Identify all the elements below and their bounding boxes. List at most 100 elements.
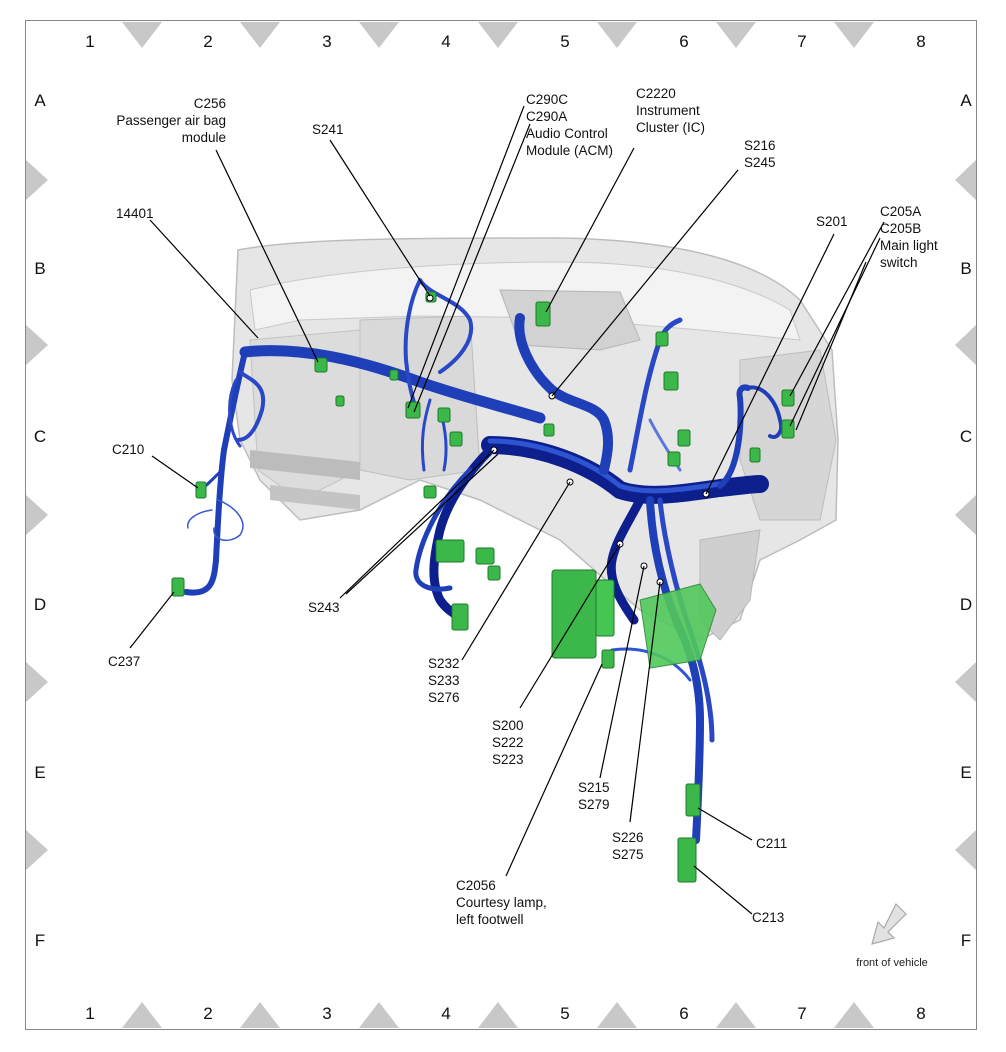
grid-triangle xyxy=(834,1002,874,1028)
grid-col-top: 7 xyxy=(797,32,806,51)
grid-col-top: 8 xyxy=(916,32,925,51)
module-block xyxy=(595,579,615,637)
label-line: S241 xyxy=(312,122,344,137)
grid-triangle xyxy=(478,22,518,48)
grid-triangle xyxy=(478,1002,518,1028)
connector xyxy=(449,431,463,447)
label-line: S243 xyxy=(308,600,340,615)
label-line: C237 xyxy=(108,654,140,669)
grid-triangle xyxy=(26,662,48,702)
label-s201: S201 xyxy=(816,214,848,229)
label-c205: C205A C205B Main light switch xyxy=(880,204,938,270)
leader-c213 xyxy=(693,865,753,915)
label-line: C210 xyxy=(112,442,144,457)
label-line: C211 xyxy=(756,836,787,851)
grid-triangle xyxy=(359,1002,399,1028)
grid-markers xyxy=(26,22,976,1028)
grid-triangle xyxy=(955,160,976,200)
front-of-vehicle-label: front of vehicle xyxy=(856,957,928,969)
harness-switch-branch xyxy=(746,385,783,439)
harness-vertical-drops xyxy=(646,496,704,844)
label-line: Module (ACM) xyxy=(526,143,613,158)
label-line: C205A xyxy=(880,204,921,219)
label-line: C213 xyxy=(752,910,784,925)
leader-14401 xyxy=(149,219,259,339)
connector-c237 xyxy=(171,577,185,597)
instrument-panel xyxy=(231,237,839,641)
grid-col-top: 6 xyxy=(679,32,688,51)
leader-lines xyxy=(129,105,885,915)
label-line: C290C xyxy=(526,92,568,107)
leader-s243-b xyxy=(345,453,499,595)
label-line: 14401 xyxy=(116,206,154,221)
connector-c2056 xyxy=(601,649,615,669)
grid-col-bottom: 2 xyxy=(203,1004,212,1023)
label-line: S233 xyxy=(428,673,460,688)
leader-s215 xyxy=(599,565,645,779)
label-c237: C237 xyxy=(108,654,140,669)
label-c2056: C2056 Courtesy lamp, left footwell xyxy=(456,878,547,927)
grid-col-bottom: 4 xyxy=(441,1004,450,1023)
connector xyxy=(663,371,679,391)
grid-triangle xyxy=(597,22,637,48)
leader-c210 xyxy=(151,455,199,489)
label-s200: S200 S222 S223 xyxy=(492,718,524,767)
label-line: S222 xyxy=(492,735,524,750)
grid-row-left: C xyxy=(34,427,46,446)
harness-loops xyxy=(213,499,244,542)
dash-lower-bracket xyxy=(270,485,360,510)
front-of-vehicle-indicator: front of vehicle xyxy=(856,902,928,969)
label-c290: C290C C290A Audio Control Module (ACM) xyxy=(526,92,613,158)
harness-ic-branch xyxy=(514,313,614,475)
connector-c210 xyxy=(195,481,207,499)
grid-triangle xyxy=(26,495,48,535)
label-line: switch xyxy=(880,255,918,270)
label-c213: C213 xyxy=(752,910,784,925)
label-c256: C256 Passenger air bag module xyxy=(116,96,226,145)
grid-col-bottom: 5 xyxy=(560,1004,569,1023)
grid-col-top: 3 xyxy=(322,32,331,51)
grid-triangle xyxy=(716,22,756,48)
grid-row-labels: A B C D E F A B C D E F xyxy=(34,91,972,950)
label-line: Main light xyxy=(880,238,938,253)
label-line: S215 xyxy=(578,780,610,795)
grid-triangle xyxy=(597,1002,637,1028)
label-line: S232 xyxy=(428,656,460,671)
label-line: C2220 xyxy=(636,86,676,101)
connector xyxy=(451,603,469,631)
label-line: Instrument xyxy=(636,103,700,118)
label-line: C290A xyxy=(526,109,567,124)
label-line: S216 xyxy=(744,138,776,153)
dash-lower-bracket xyxy=(250,450,360,480)
connector xyxy=(475,547,495,565)
leader-c205-switch xyxy=(795,261,867,431)
grid-triangle xyxy=(122,22,162,48)
label-c2220: C2220 Instrument Cluster (IC) xyxy=(636,86,705,135)
grid-row-left: F xyxy=(35,931,45,950)
label-s243: S243 xyxy=(308,600,340,615)
grid-row-right: D xyxy=(960,595,972,614)
harness-upper-cross xyxy=(239,345,546,424)
grid-row-right: E xyxy=(960,763,971,782)
grid-triangle xyxy=(955,495,976,535)
label-line: Passenger air bag xyxy=(116,113,226,128)
label-line: S226 xyxy=(612,830,644,845)
leader-c2220 xyxy=(545,147,635,313)
connector xyxy=(749,447,761,463)
label-line: S275 xyxy=(612,847,644,862)
connector-c2220 xyxy=(535,301,551,327)
leader-s200 xyxy=(519,543,621,709)
connector xyxy=(437,407,451,423)
grid-triangle xyxy=(955,325,976,365)
label-s216: S216 S245 xyxy=(744,138,776,170)
label-line: Cluster (IC) xyxy=(636,120,705,135)
harness-right-upper xyxy=(717,384,751,489)
label-line: S245 xyxy=(744,155,776,170)
connector xyxy=(667,451,681,467)
label-line: S200 xyxy=(492,718,524,733)
harness-main-trunk xyxy=(481,436,769,504)
label-line: Audio Control xyxy=(526,126,608,141)
connector xyxy=(389,369,399,381)
connector xyxy=(655,331,669,347)
grid-triangle xyxy=(240,1002,280,1028)
